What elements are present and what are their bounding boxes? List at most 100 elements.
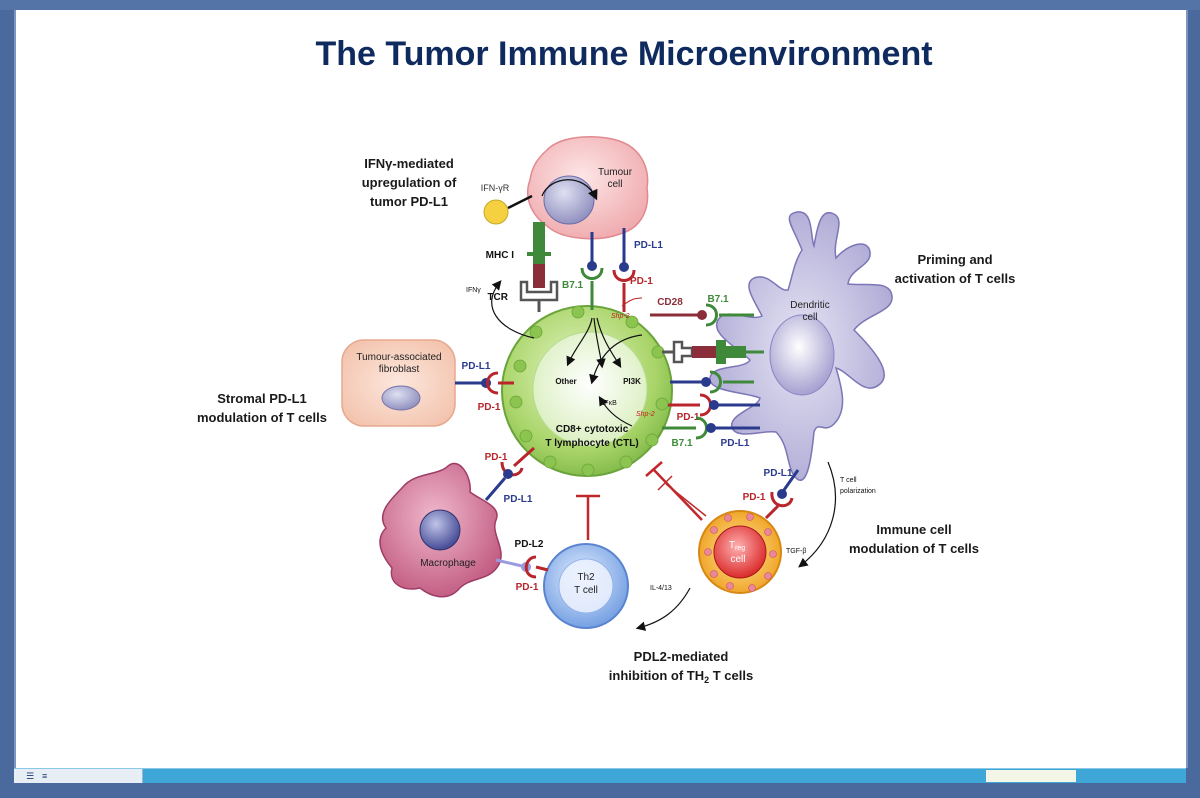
ctl-pd1-top-cup [612, 269, 636, 282]
ctl-granules [509, 305, 669, 477]
pd1-top-label: PD-1 [630, 276, 653, 287]
taskbar-thumbnail[interactable] [986, 770, 1076, 782]
caption-ifng-line1: IFNγ-mediated [364, 156, 454, 171]
treg-dendritic-receptors: PD-L1 PD-1 [743, 468, 800, 520]
th2-pd1-cup [524, 555, 537, 579]
treg-pd1-cup [770, 491, 794, 508]
mac-pdl1-stalk [484, 477, 507, 501]
tcr-label: TCR [487, 292, 508, 303]
treg-inhibition-bar-2 [657, 475, 673, 491]
macrophage-ctl-receptors: PD-1 PD-L1 [484, 446, 536, 505]
ifng-feedback-arrow [491, 280, 535, 339]
treg-label-line1: Treg [729, 540, 745, 552]
dendritic-cell-label-line2: cell [802, 312, 817, 323]
dc-b71-cup [705, 303, 718, 327]
ifn-gamma-receptor: IFN-γR [481, 183, 533, 225]
dendritic-cell-nucleus [769, 314, 835, 396]
treg-granules [704, 513, 777, 592]
il413-label: IL-4/13 [650, 585, 672, 592]
th2-pd1-stalk [535, 565, 549, 572]
ctl-pd1-fib-cup [486, 371, 499, 395]
dc-pdl1-treg-knob [777, 489, 787, 499]
tcr-peptide [533, 264, 545, 288]
fibroblast-label-line1: Tumour-associated [356, 352, 441, 363]
caption-immune-line1: Immune cell [876, 522, 951, 537]
tgfb-label: TGF-β [786, 548, 806, 555]
tumour-cell-label-line2: cell [607, 179, 622, 190]
macrophage-cell: Macrophage [379, 462, 502, 598]
shp2-bottom-label: Shp-2 [636, 411, 655, 418]
ifn-receptor-ball [483, 199, 509, 225]
tumor-microenvironment-diagram: The Tumor Immune Microenvironment IFNγ-m… [197, 35, 1016, 685]
ctl-ligand-mid-knob [701, 377, 711, 387]
menu-icon[interactable]: ☰ [26, 771, 35, 781]
ctl-b71-cup [580, 267, 604, 280]
mac-pdl2-stalk [495, 558, 523, 568]
pdl1-top-label: PD-L1 [634, 240, 663, 251]
pi3k-label: PI3K [623, 377, 641, 386]
dc-peptide [692, 346, 716, 358]
caption-ifng-line3: tumor PD-L1 [370, 194, 448, 209]
ctl-pd1-mac-stalk [512, 446, 536, 468]
dc-pdl1-low-knob [706, 423, 716, 433]
macrophage-nucleus [419, 509, 461, 551]
treg-pd1-stalk [764, 504, 780, 520]
dendritic-cell: Dendritic cell [709, 211, 893, 481]
caption-immune-line2: modulation of T cells [849, 541, 979, 556]
ctl-label-line1: CD8+ cytotoxic [556, 424, 629, 435]
pdl1-fib-label: PD-L1 [462, 361, 491, 372]
inhibition-bars [576, 461, 707, 540]
fibroblast-label-line2: fibroblast [379, 364, 420, 375]
list-icon[interactable]: ≡ [42, 771, 48, 781]
tumour-cell-nucleus [543, 175, 595, 225]
b71-dc-label: B7.1 [707, 294, 729, 305]
tumour-b71-knob [587, 261, 597, 271]
tcell-polarization-arrow [798, 461, 837, 568]
window-bottom-border [0, 783, 1200, 798]
tcell-polarization-line1: T cell [840, 477, 857, 484]
tumour-internal-arrow [541, 179, 598, 201]
treg-cell-nucleus [713, 525, 767, 579]
mhc-molecule [533, 222, 545, 252]
caption-priming: Priming and activation of T cells [895, 252, 1016, 286]
cd28-label: CD28 [657, 297, 683, 308]
pd1-treg-label: PD-1 [743, 492, 766, 503]
caption-stromal-line1: Stromal PD-L1 [217, 391, 307, 406]
caption-pdl2-line1: PDL2-mediated [634, 649, 729, 664]
caption-pdl2: PDL2-mediated inhibition of TH2 T cells [609, 649, 753, 685]
cd28-knob [697, 310, 707, 320]
taskbar-controls[interactable]: ☰ ≡ [14, 769, 143, 783]
caption-immune-cell: Immune cell modulation of T cells [849, 522, 979, 556]
pdl1-dc-low-label: PD-L1 [721, 438, 750, 449]
window-top-border [0, 0, 1200, 10]
mhc-tcr-complex: MHC I TCR [486, 222, 559, 312]
mhc-label: MHC I [486, 250, 515, 261]
pdl1-treg-label: PD-L1 [764, 468, 793, 479]
other-label: Other [555, 377, 576, 386]
treg-inhibition-line-2 [665, 483, 707, 517]
macrophage-th2-receptors: PD-L2 PD-1 [495, 539, 549, 593]
ifn-receptor-stalk [507, 194, 533, 210]
nfkb-label: NFκB [599, 400, 617, 407]
caption-stromal: Stromal PD-L1 modulation of T cells [197, 391, 327, 425]
th2-cell-nucleus [558, 558, 614, 614]
il413-arrow [635, 587, 691, 631]
caption-priming-line1: Priming and [917, 252, 992, 267]
dc-mid-cup [709, 370, 722, 394]
dc-pdl1-treg-stalk [782, 469, 800, 491]
caption-ifng-upregulation: IFNγ-mediated upregulation of tumor PD-L… [362, 156, 457, 209]
fibroblast-ctl-receptors: PD-L1 PD-1 [455, 361, 514, 413]
treg-inhibition-line-1 [653, 469, 703, 521]
shp2-top-label: Shp-2 [611, 313, 630, 320]
b71-dc-low-label: B7.1 [671, 438, 693, 449]
dc-pdl1-knob [709, 400, 719, 410]
pdl1-mac-label: PD-L1 [504, 494, 533, 505]
dendritic-cell-label-line1: Dendritic [790, 300, 829, 311]
th2-label-line2: T cell [574, 585, 598, 596]
pd1-dc-label: PD-1 [677, 412, 700, 423]
mhc-base [527, 252, 551, 264]
macrophage-label: Macrophage [420, 558, 476, 569]
ifn-gamma-r-label: IFN-γR [481, 183, 510, 193]
tcr-receptor [519, 280, 559, 302]
caption-ifng-line2: upregulation of [362, 175, 457, 190]
